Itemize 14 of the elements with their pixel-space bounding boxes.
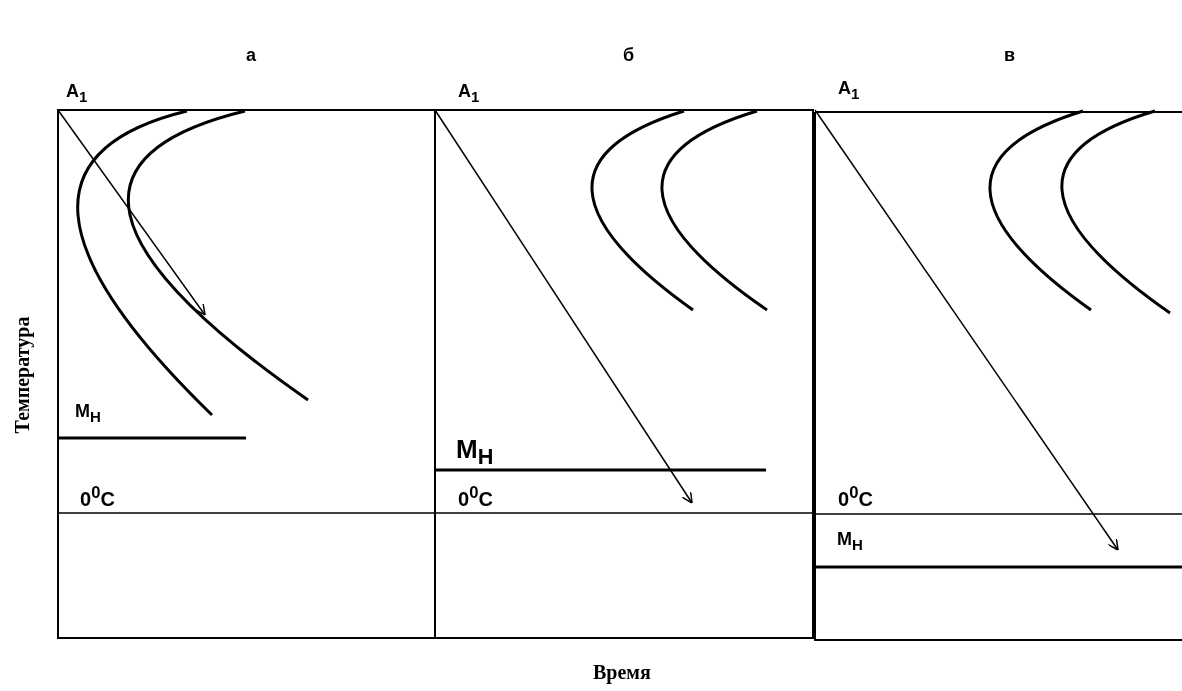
temperature-label: A$_{1}$ — [838, 79, 860, 101]
temperature-label: 0$^{0}$C — [838, 485, 873, 509]
temperature-label: M$_{Н}$ — [456, 436, 494, 468]
temperature-label: 0$^{0}$C — [80, 485, 115, 509]
panel-letter: б — [623, 46, 635, 64]
temperature-label: A$_{1}$ — [458, 82, 480, 104]
panel-letter: в — [1004, 46, 1016, 64]
temperature-label: 0$^{0}$C — [458, 485, 493, 509]
temperature-label: M$_{Н}$ — [75, 402, 101, 424]
axis-title: Время — [593, 662, 651, 682]
axis-title: Температура — [12, 316, 33, 434]
panel-letter: а — [246, 46, 256, 64]
temperature-label: A$_{1}$ — [66, 82, 88, 104]
temperature-label: M$_{Н}$ — [837, 530, 863, 552]
